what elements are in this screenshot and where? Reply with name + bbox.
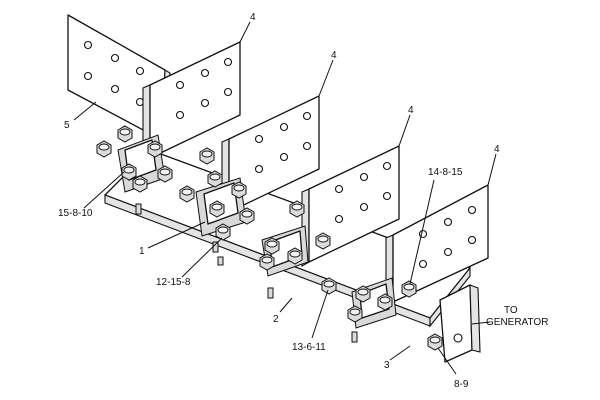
leader-lug-4 — [487, 153, 497, 186]
hex-bolt — [239, 207, 255, 225]
hex-bolt — [209, 200, 225, 218]
hex-bolt — [401, 280, 417, 298]
leader-bolt-left — [83, 171, 125, 209]
bolt-stud — [135, 203, 358, 343]
hex-bolt — [132, 175, 148, 193]
leader-lines — [73, 21, 497, 375]
hex-bolt — [96, 140, 112, 158]
callout-lug-4: 4 — [494, 144, 500, 155]
callout-generator-line2: GENERATOR — [486, 317, 548, 328]
callout-bracket: 1 — [139, 246, 145, 257]
callout-end-bracket: 3 — [384, 360, 390, 371]
hex-bolt — [207, 170, 223, 188]
hex-bolt — [179, 185, 195, 203]
callout-base-plate: 2 — [273, 314, 279, 325]
leader-rear-plate — [73, 101, 97, 121]
callout-rear-plate: 5 — [64, 120, 70, 131]
leader-lug-1 — [239, 21, 251, 43]
hex-bolt — [377, 293, 393, 311]
end-bracket — [439, 284, 481, 363]
leader-generator — [471, 321, 491, 325]
callout-bolt-left: 15-8-10 — [58, 208, 93, 219]
hex-bolt — [121, 163, 137, 181]
callout-bolt-mid: 12-15-8 — [156, 277, 191, 288]
hex-bolt — [321, 277, 337, 295]
hex-bolt — [199, 147, 215, 165]
leader-base-plate — [279, 297, 293, 313]
hex-bolt — [287, 247, 303, 265]
leader-lug-3 — [398, 114, 411, 147]
hex-bolt — [231, 181, 247, 199]
hex-bolt — [289, 200, 305, 218]
bolt-group — [96, 125, 443, 351]
leader-end-bracket — [389, 345, 411, 361]
leader-bolt-right — [409, 179, 435, 285]
lug-plate-4 — [385, 184, 489, 307]
hex-bolt — [117, 125, 133, 143]
hex-bolt — [427, 333, 443, 351]
callout-lug-1: 4 — [250, 12, 256, 23]
hex-bolt — [355, 285, 371, 303]
leader-bolt-mid — [181, 237, 223, 278]
hex-bolt — [315, 232, 331, 250]
callout-nut-front: 13-6-11 — [292, 342, 326, 353]
callout-generator-line1: TO — [504, 305, 518, 316]
hex-bolt — [259, 253, 275, 271]
hex-bolt — [147, 140, 163, 158]
callout-end-bolt: 8-9 — [454, 379, 469, 390]
leader-bracket — [147, 221, 206, 249]
leader-end-bolt — [437, 347, 457, 375]
hex-bolt — [215, 223, 231, 241]
hex-bolt — [264, 237, 280, 255]
hex-bolt — [347, 305, 363, 323]
callout-bolt-right: 14-8-15 — [428, 167, 463, 178]
callout-lug-3: 4 — [408, 105, 414, 116]
leader-nut-front — [311, 289, 329, 339]
leader-lug-2 — [318, 59, 334, 97]
hex-bolt — [157, 165, 173, 183]
callout-lug-2: 4 — [331, 50, 337, 61]
callout-labels: 4 4 4 4 5 15-8-10 1 12-15-8 2 13-6-11 14… — [58, 12, 548, 390]
